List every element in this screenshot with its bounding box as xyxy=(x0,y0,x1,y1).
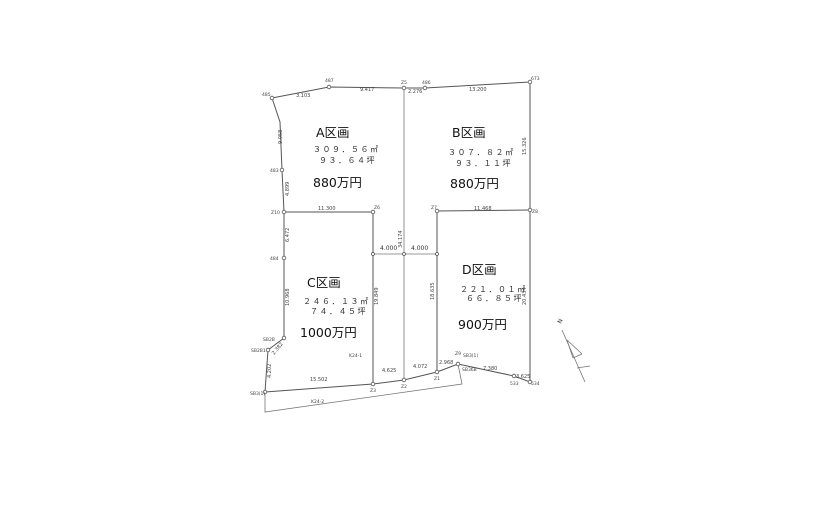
survey-points xyxy=(262,79,533,395)
dimension-label: 4.625 xyxy=(382,368,396,374)
dimension-label: 7.380 xyxy=(483,366,497,372)
point-label: 485 xyxy=(262,92,271,98)
dimension-label: 4.899 xyxy=(285,182,291,196)
lot-a-price: 880万円 xyxy=(313,175,362,190)
dimension-label: 6.472 xyxy=(285,228,291,242)
north-label: N xyxy=(556,318,564,325)
point-label: Z9 xyxy=(455,351,461,357)
point-label: 534 xyxy=(531,381,540,387)
point-label: Z1 xyxy=(434,376,440,382)
point-label: Z7 xyxy=(431,205,437,211)
dimension-label: 18.635 xyxy=(430,283,436,301)
dimension-label: 10.968 xyxy=(285,289,291,307)
point-label: 487 xyxy=(325,78,334,84)
point-label: K24-2 xyxy=(311,399,324,405)
dimension-label: 3.625 xyxy=(516,374,530,380)
road-width-right: 4.000 xyxy=(411,245,428,252)
boundary-left xyxy=(264,97,285,393)
point-label: Z3 xyxy=(370,388,376,394)
dimension-label: 4.202 xyxy=(267,364,273,378)
point-label: Z2 xyxy=(401,384,407,390)
dimension-label: 13.200 xyxy=(469,87,487,93)
dimension-label: 34.174 xyxy=(398,231,404,249)
lot-a-title: A区画 xyxy=(316,125,350,140)
dimension-label: 4.072 xyxy=(413,364,427,370)
point-label: SB3(1) xyxy=(463,353,478,359)
lot-c-area-tsubo: ７４．４５坪 xyxy=(310,307,367,316)
lot-b-area-tsubo: ９３．１１坪 xyxy=(455,159,512,168)
dimension-label: 11.468 xyxy=(474,206,492,212)
boundary-bottom xyxy=(264,363,459,393)
lot-b-title: B区画 xyxy=(452,125,486,140)
lot-d-area-m2: ２２１．０１㎡ xyxy=(460,285,527,294)
road-lower-strip xyxy=(264,363,463,413)
dimension-label: 3.103 xyxy=(296,93,310,99)
point-label: 484 xyxy=(270,256,279,262)
point-label: Z5 xyxy=(401,80,407,86)
point-label: Z8 xyxy=(532,209,538,215)
lot-d-title: D区画 xyxy=(462,262,497,277)
lot-a-area-m2: ３０９．５６㎡ xyxy=(313,145,380,154)
dimension-label: 15.502 xyxy=(310,377,328,383)
lot-a-area-tsubo: ９３．６４坪 xyxy=(319,156,376,165)
dimension-label: 19.849 xyxy=(374,288,380,306)
lot-c-area-m2: ２４６．１３㎡ xyxy=(303,297,370,306)
point-label: SB2B1 xyxy=(251,348,266,354)
dimension-label: 11.300 xyxy=(318,206,336,212)
point-label: 533 xyxy=(510,381,519,387)
point-label: SB3(1) xyxy=(250,391,265,397)
point-label: 483 xyxy=(270,168,279,174)
lot-d-area-tsubo: ６６．８５坪 xyxy=(466,294,523,303)
lot-c-price: 1000万円 xyxy=(300,325,357,340)
point-label: Z6 xyxy=(374,205,380,211)
point-label: K24-1 xyxy=(349,353,362,359)
dimension-label: 2.276 xyxy=(408,89,422,95)
dimension-label: 2.382 xyxy=(271,341,285,356)
point-label: 486 xyxy=(422,80,431,86)
dimension-label: 9.417 xyxy=(360,87,374,93)
lot-c-title: C区画 xyxy=(307,275,341,290)
dimension-label: 9.058 xyxy=(278,130,284,144)
road-width-left: 4.000 xyxy=(380,245,397,252)
point-label: 673 xyxy=(531,76,540,82)
north-arrow-icon: N xyxy=(556,318,591,383)
point-label: Z10 xyxy=(271,210,280,216)
lot-b-price: 880万円 xyxy=(450,176,499,191)
point-label: SB2B xyxy=(263,337,275,343)
dimension-label: 15.326 xyxy=(522,138,528,156)
lot-b-area-m2: ３０７．８２㎡ xyxy=(448,148,515,157)
dimension-label: 2.968 xyxy=(439,360,453,366)
dimension-label: 20.434 xyxy=(522,288,528,306)
b-d-divider xyxy=(436,209,531,212)
lot-d-price: 900万円 xyxy=(458,317,507,332)
point-label: SB36B xyxy=(462,367,477,373)
